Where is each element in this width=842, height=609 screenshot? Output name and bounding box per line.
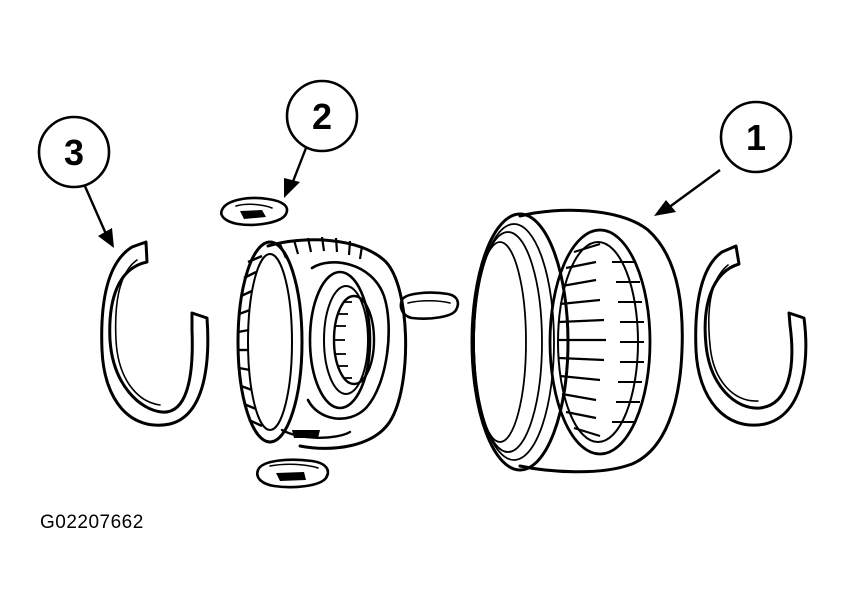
callout-circle	[285, 79, 359, 153]
left-snap-ring	[100, 240, 210, 427]
right-snap-ring	[694, 244, 808, 427]
callout-circle	[37, 115, 111, 189]
callout-circle	[719, 100, 793, 174]
callout-2: 2	[284, 79, 359, 198]
strut-key-side	[399, 291, 460, 320]
callout-3: 3	[37, 115, 114, 248]
strut-key-top	[220, 196, 289, 227]
synchronizer-sleeve	[470, 208, 684, 474]
callout-label: 1	[746, 117, 766, 158]
callout-1: 1	[654, 100, 793, 216]
synchronizer-hub	[236, 236, 408, 450]
callout-label: 3	[64, 132, 84, 173]
callout-label: 2	[312, 96, 332, 137]
figure-id-label: G02207662	[40, 512, 144, 533]
strut-key-bottom	[256, 458, 330, 489]
